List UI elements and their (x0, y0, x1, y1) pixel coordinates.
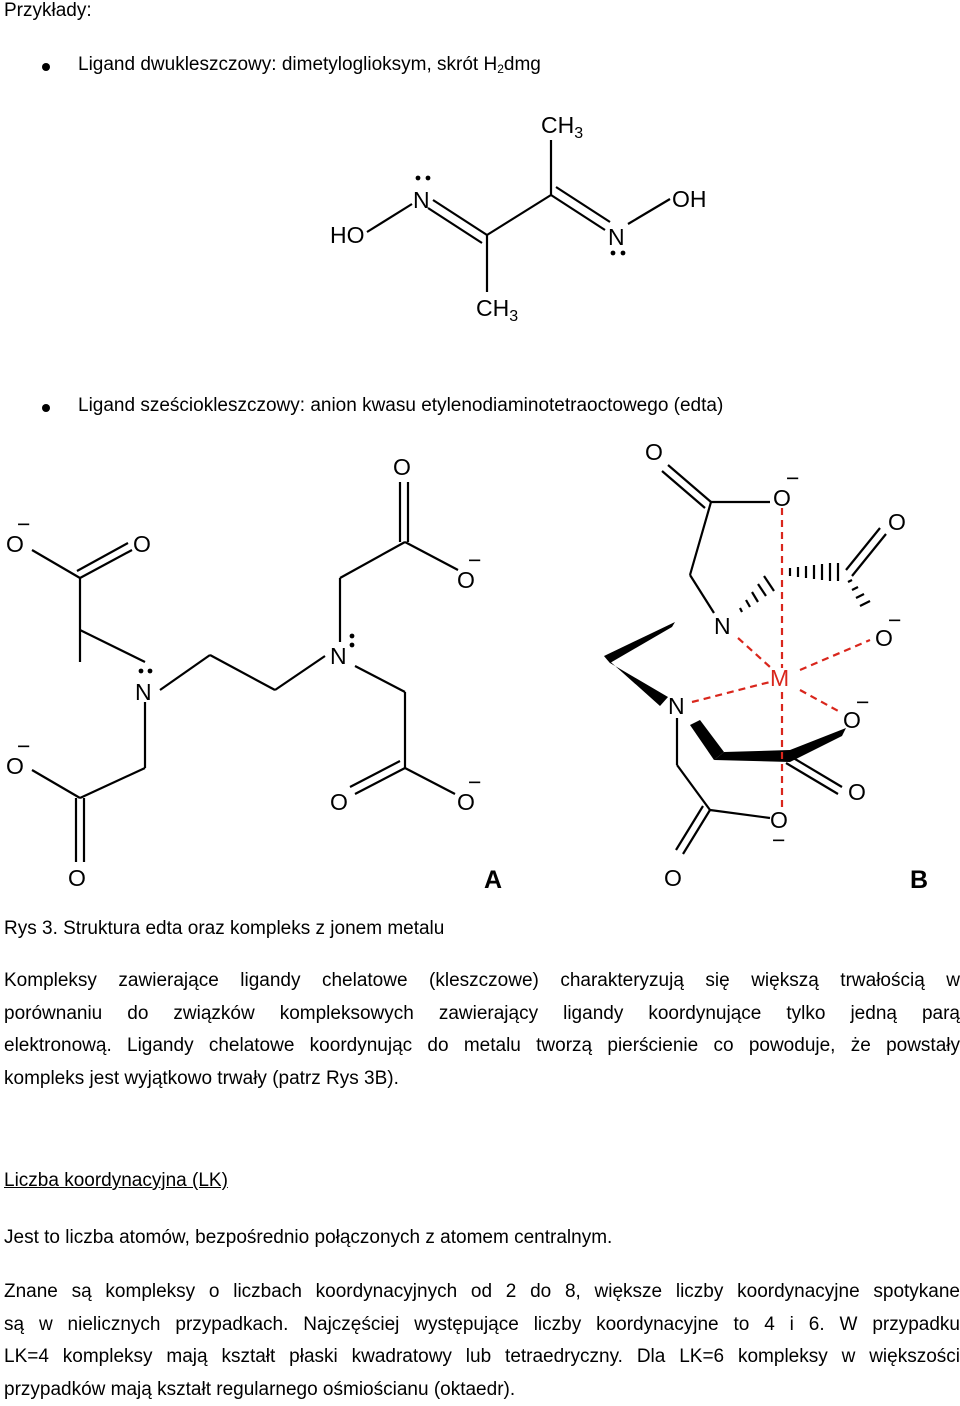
oxygen-label: O (393, 454, 411, 480)
paragraph-line: kompleks jest wyjątkowo trwały (patrz Ry… (4, 1063, 960, 1096)
metal-label: M (770, 665, 789, 691)
oh-label: OH (672, 186, 707, 212)
paragraph-line: Znane są kompleksy o liczbach koordynacy… (4, 1276, 960, 1309)
bullet-icon (42, 63, 50, 71)
edta-anion-structure: O O O O O O O O N N − − − − A (6, 454, 502, 894)
nitrogen-label: N (668, 693, 685, 719)
nitrogen-label: N (135, 679, 152, 705)
paragraph-definition: Jest to liczba atomów, bezpośrednio połą… (4, 1222, 960, 1255)
charge-label: − (772, 827, 785, 853)
metal-edta-complex: O O O O O O O O N N M − − − − B (604, 439, 928, 894)
paragraph-chelates: Kompleksy zawierające ligandy chelatowe … (4, 965, 960, 1095)
heading: Przykłady: (4, 0, 92, 22)
charge-label: − (17, 733, 30, 759)
charge-label: − (786, 465, 799, 491)
nitrogen-2-label: N (608, 224, 625, 250)
paragraph-line: są w nielicznych przypadkach. Najczęście… (4, 1309, 960, 1342)
paragraph-coordination: Znane są kompleksy o liczbach koordynacy… (4, 1276, 960, 1406)
lone-pair-icon (416, 176, 626, 256)
paragraph-line: Kompleksy zawierające ligandy chelatowe … (4, 965, 960, 998)
bullet-icon (42, 404, 50, 412)
nitrogen-label: N (714, 613, 731, 639)
section-title: Liczba koordynacyjna (LK) (4, 1170, 228, 1192)
dmg-structure: CH3 CH3 HO OH N N (0, 100, 960, 340)
paragraph-line: porównaniu do związków kompleksowych zaw… (4, 998, 960, 1031)
paragraph-line: elektronową. Ligandy chelatowe koordynuj… (4, 1030, 960, 1063)
ho-label: HO (330, 222, 365, 248)
ch3-bottom-label: CH3 (476, 295, 518, 325)
charge-label: − (468, 547, 481, 573)
oxygen-label: O (645, 439, 663, 465)
edta-structures: O O O O O O O O N N − − − − A (0, 430, 960, 910)
nitrogen-1-label: N (413, 187, 430, 213)
oxygen-label: O (848, 779, 866, 805)
bullet-text: Ligand dwukleszczowy: dimetyloglioksym, … (78, 54, 497, 75)
charge-label: − (17, 511, 30, 537)
figure-caption: Rys 3. Struktura edta oraz kompleks z jo… (4, 918, 444, 940)
paragraph-line: LK=4 kompleksy mają kształt płaski kwadr… (4, 1341, 960, 1374)
oxygen-label: O (133, 531, 151, 557)
subscript: 2 (497, 62, 504, 76)
oxygen-label: O (888, 509, 906, 535)
ch3-top-label: CH3 (541, 112, 583, 142)
charge-label: − (468, 769, 481, 795)
paragraph-line: Jest to liczba atomów, bezpośrednio połą… (4, 1222, 960, 1255)
oxygen-label: O (330, 789, 348, 815)
figure-label-a: A (484, 866, 502, 894)
figure-label-b: B (910, 866, 928, 894)
paragraph-line: przypadków mają kształt regularnego ośmi… (4, 1374, 960, 1406)
oxygen-label: O (664, 865, 682, 891)
bullet-text-tail: dmg (504, 54, 541, 75)
nitrogen-label: N (330, 643, 347, 669)
bullet-text: Ligand sześciokleszczowy: anion kwasu et… (78, 395, 723, 417)
oxygen-label: O (68, 865, 86, 891)
lone-pair-icon (139, 634, 355, 674)
charge-label: − (856, 689, 869, 715)
charge-label: − (888, 607, 901, 633)
